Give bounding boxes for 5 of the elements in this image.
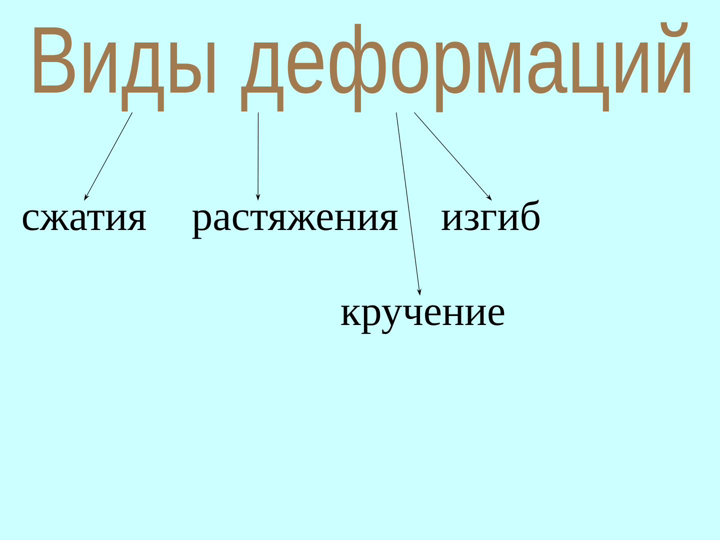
term-label: растяжения bbox=[192, 210, 398, 239]
term-label: изгиб bbox=[442, 200, 540, 230]
term-label: кручение bbox=[341, 305, 504, 334]
term-label: сжатия bbox=[22, 210, 146, 230]
heading-text: Виды деформаций bbox=[34, 22, 690, 112]
